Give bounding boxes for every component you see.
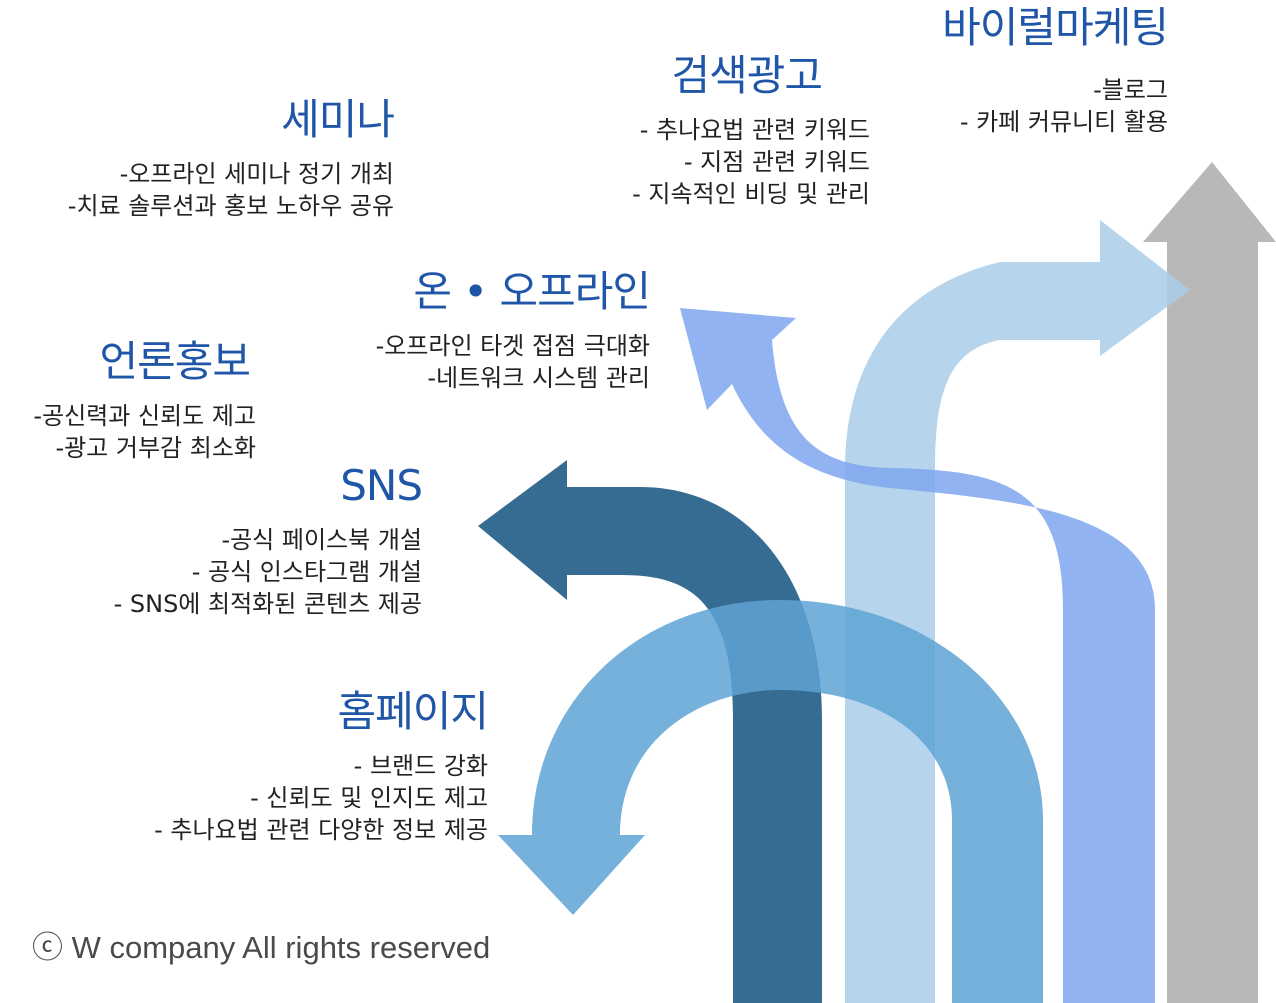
homepage-line: - 추나요법 관련 다양한 정보 제공 bbox=[154, 816, 488, 845]
arrow-navy-curve bbox=[478, 460, 822, 1003]
seminar-title: 세미나 bbox=[281, 95, 395, 144]
sns-line: - 공식 인스타그램 개설 bbox=[191, 558, 422, 587]
block-sns: SNS -공식 페이스북 개설 - 공식 인스타그램 개설 - SNS에 최적화… bbox=[113, 461, 423, 620]
viral-title: 바이럴마케팅 bbox=[942, 3, 1169, 52]
online-offline-title: 온 • 오프라인 bbox=[413, 267, 651, 316]
block-viral: 바이럴마케팅 -블로그 - 카페 커뮤니티 활용 bbox=[942, 3, 1169, 138]
search-ads-line: - 지속적인 비딩 및 관리 bbox=[632, 180, 870, 209]
homepage-line: - 신뢰도 및 인지도 제고 bbox=[250, 784, 488, 813]
press-title: 언론홍보 bbox=[99, 337, 251, 386]
arrow-lightblue-curve bbox=[845, 220, 1190, 1003]
block-online-offline: 온 • 오프라인 -오프라인 타겟 접점 극대화 -네트워크 시스템 관리 bbox=[375, 267, 651, 394]
copyright-text: ⓒ W company All rights reserved bbox=[32, 930, 491, 965]
search-ads-line: - 추나요법 관련 키워드 bbox=[639, 116, 870, 145]
search-ads-line: - 지점 관련 키워드 bbox=[683, 148, 870, 177]
search-ads-title: 검색광고 bbox=[671, 51, 823, 100]
seminar-line: -치료 솔루션과 홍보 노하우 공유 bbox=[67, 192, 394, 221]
sns-line: - SNS에 최적화된 콘텐츠 제공 bbox=[113, 590, 422, 619]
press-line: -광고 거부감 최소화 bbox=[55, 434, 256, 463]
block-search-ads: 검색광고 - 추나요법 관련 키워드 - 지점 관련 키워드 - 지속적인 비딩… bbox=[632, 51, 870, 210]
online-offline-line: -오프라인 타겟 접점 극대화 bbox=[375, 332, 650, 361]
homepage-line: - 브랜드 강화 bbox=[353, 752, 488, 781]
viral-line: - 카페 커뮤니티 활용 bbox=[959, 108, 1168, 137]
sns-title: SNS bbox=[340, 461, 423, 510]
viral-line: -블로그 bbox=[1093, 76, 1168, 105]
homepage-title: 홈페이지 bbox=[337, 687, 489, 736]
arrow-gray-up bbox=[1143, 162, 1276, 1003]
seminar-line: -오프라인 세미나 정기 개최 bbox=[119, 160, 394, 189]
online-offline-line: -네트워크 시스템 관리 bbox=[427, 364, 650, 393]
block-homepage: 홈페이지 - 브랜드 강화 - 신뢰도 및 인지도 제고 - 추나요법 관련 다… bbox=[154, 687, 489, 846]
press-line: -공신력과 신뢰도 제고 bbox=[33, 402, 256, 431]
block-seminar: 세미나 -오프라인 세미나 정기 개최 -치료 솔루션과 홍보 노하우 공유 bbox=[67, 95, 395, 222]
arrow-periwinkle-curve bbox=[680, 308, 1155, 1003]
block-press: 언론홍보 -공신력과 신뢰도 제고 -광고 거부감 최소화 bbox=[33, 337, 256, 464]
sns-line: -공식 페이스북 개설 bbox=[221, 526, 422, 555]
arrow-midblue-u bbox=[498, 600, 1043, 1003]
